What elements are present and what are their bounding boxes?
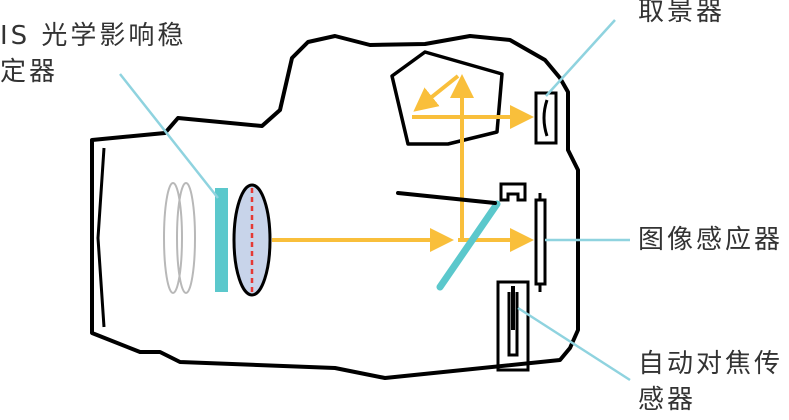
- leader-line-is: [119, 73, 219, 199]
- is-stabilizer-label: IS 光学影响稳定器: [0, 21, 187, 87]
- prism-bracket: [499, 182, 527, 202]
- leader-line-viewfinder: [545, 19, 616, 97]
- main-lens: [232, 183, 272, 297]
- image-sensor: [534, 198, 547, 286]
- viewfinder-eyepiece: [534, 91, 558, 145]
- front-lens-element-1: [163, 182, 183, 294]
- front-lens-element-2: [176, 182, 196, 294]
- leader-line-af: [517, 306, 631, 382]
- viewfinder-label: 取景器: [638, 0, 726, 27]
- lens-barrel-edge: [96, 147, 106, 328]
- focusing-screen: [396, 191, 497, 205]
- pentaprism: [390, 50, 504, 146]
- af-sensor-label: 自动对焦传感器: [638, 349, 784, 415]
- light-ray-prism-reflect: [413, 74, 460, 112]
- reflex-mirror: [436, 200, 501, 291]
- af-sensor-housing: [496, 280, 530, 372]
- camera-body-outline: [90, 34, 580, 380]
- image-sensor-label: 图像感应器: [638, 225, 784, 255]
- is-stabilizer-element: [215, 188, 228, 292]
- af-sensor-element: [507, 292, 519, 357]
- viewfinder-lens-curve: [542, 99, 549, 137]
